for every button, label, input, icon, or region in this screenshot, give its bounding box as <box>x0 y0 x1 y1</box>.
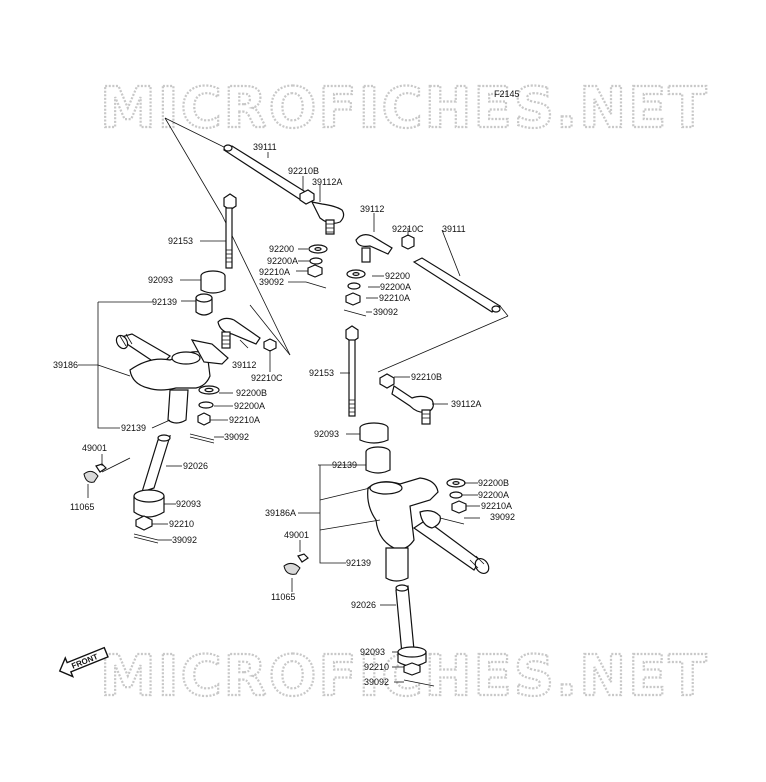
nut-92210B-right <box>379 373 395 389</box>
label-right-92210A: 92210A <box>379 293 410 303</box>
label-top-39112A: 39112A <box>312 177 342 187</box>
cotter-39092-right <box>403 679 435 687</box>
knuckle-39186A <box>367 477 490 582</box>
label-top-92200A: 92200A <box>267 256 298 266</box>
bushing-92093-left <box>133 489 165 518</box>
knuckle-39186 <box>115 333 229 424</box>
tie-rod-end-39112A-right <box>379 373 434 425</box>
label-left-92200A: 92200A <box>234 401 265 411</box>
label-top-92139: 92139 <box>152 297 177 307</box>
label-right-39111: 39111 <box>442 224 466 234</box>
label-r2-92139: 92139 <box>332 460 357 470</box>
label-left-39186: 39186 <box>53 360 78 370</box>
label-right-39112: 39112 <box>360 204 384 214</box>
bushing-92093-right <box>359 422 389 444</box>
cotter-39092-left <box>133 533 159 541</box>
sleeve-92139-right <box>365 446 391 474</box>
label-left-92026: 92026 <box>183 461 208 471</box>
label-top-39092: 39092 <box>259 277 284 287</box>
label-top-92210A: 92210A <box>259 267 290 277</box>
label-left-92200B: 92200B <box>236 388 267 398</box>
label-r2-39186A: 39186A <box>265 508 296 518</box>
label-r2-92093: 92093 <box>314 429 339 439</box>
leader-lines <box>78 152 480 683</box>
label-r2-92200B: 92200B <box>478 478 509 488</box>
label-top-92200: 92200 <box>269 244 294 254</box>
nut-92210C-right <box>401 234 415 250</box>
label-r2-39112A: 39112A <box>451 399 481 409</box>
nut-92210C-mid <box>263 338 277 352</box>
tie-rod-right-assembly <box>343 234 509 373</box>
left-hardware <box>189 385 220 444</box>
label-r2-49001: 49001 <box>284 530 309 540</box>
label-right-39092: 39092 <box>373 307 398 317</box>
label-r2-92210B: 92210B <box>411 372 442 382</box>
kingpin-92026-left <box>141 434 171 493</box>
nut-92210-right <box>403 662 421 676</box>
label-left-92210A: 92210A <box>229 415 260 425</box>
label-r2-39092: 39092 <box>490 512 515 522</box>
label-top-92153: 92153 <box>168 236 193 246</box>
bolt-92153-top <box>223 193 237 269</box>
label-r2-92200A: 92200A <box>478 490 509 500</box>
label-right-92200: 92200 <box>385 271 410 281</box>
label-right-92210C: 92210C <box>392 224 424 234</box>
label-mid-92210C: 92210C <box>251 373 283 383</box>
label-top-39111: 39111 <box>253 142 277 152</box>
nut-92210B <box>299 189 315 205</box>
bolt-92153-right <box>345 325 359 417</box>
label-left-39092: 39092 <box>224 432 249 442</box>
label-top-92210B: 92210B <box>288 166 319 176</box>
label-left-92093: 92093 <box>176 499 201 509</box>
label-r2-92139b: 92139 <box>346 558 371 568</box>
tie-rod-left-assembly <box>164 117 345 356</box>
grease-fitting-right <box>283 553 309 575</box>
label-mid-39112: 39112 <box>232 360 256 370</box>
right-hardware <box>439 478 467 525</box>
label-right-92200A: 92200A <box>380 282 411 292</box>
label-left-11065: 11065 <box>70 502 94 512</box>
label-r2-92153: 92153 <box>309 368 334 378</box>
figure-code: F2145 <box>494 89 520 99</box>
label-r2-92210: 92210 <box>364 662 389 672</box>
tie-rod-39111-right <box>412 257 502 313</box>
label-r2-92210A: 92210A <box>481 501 512 511</box>
label-left-92139: 92139 <box>121 423 146 433</box>
watermark-top: MICROFICHES.NET <box>100 76 709 141</box>
label-r2-11065: 11065 <box>271 592 295 602</box>
cap-11065-left <box>83 470 99 483</box>
sleeve-92139-top <box>195 293 213 316</box>
label-r2-92093b: 92093 <box>360 647 385 657</box>
tie-rod-end-39112-mid <box>217 317 277 352</box>
nut-92210-left <box>135 515 153 531</box>
label-r2-92026: 92026 <box>351 600 376 610</box>
label-left-39092b: 39092 <box>172 535 197 545</box>
label-left-49001: 49001 <box>82 443 107 453</box>
label-r2-39092b: 39092 <box>364 677 389 687</box>
grease-fitting-left <box>83 463 107 483</box>
cap-11065-right <box>283 562 301 575</box>
top-hardware <box>305 244 328 289</box>
bushing-92093-right-lower <box>397 646 427 667</box>
label-left-92210: 92210 <box>169 519 194 529</box>
label-top-92093: 92093 <box>148 275 173 285</box>
tie-rod-end-39112 <box>355 234 393 255</box>
bushing-92093-top <box>200 270 226 294</box>
